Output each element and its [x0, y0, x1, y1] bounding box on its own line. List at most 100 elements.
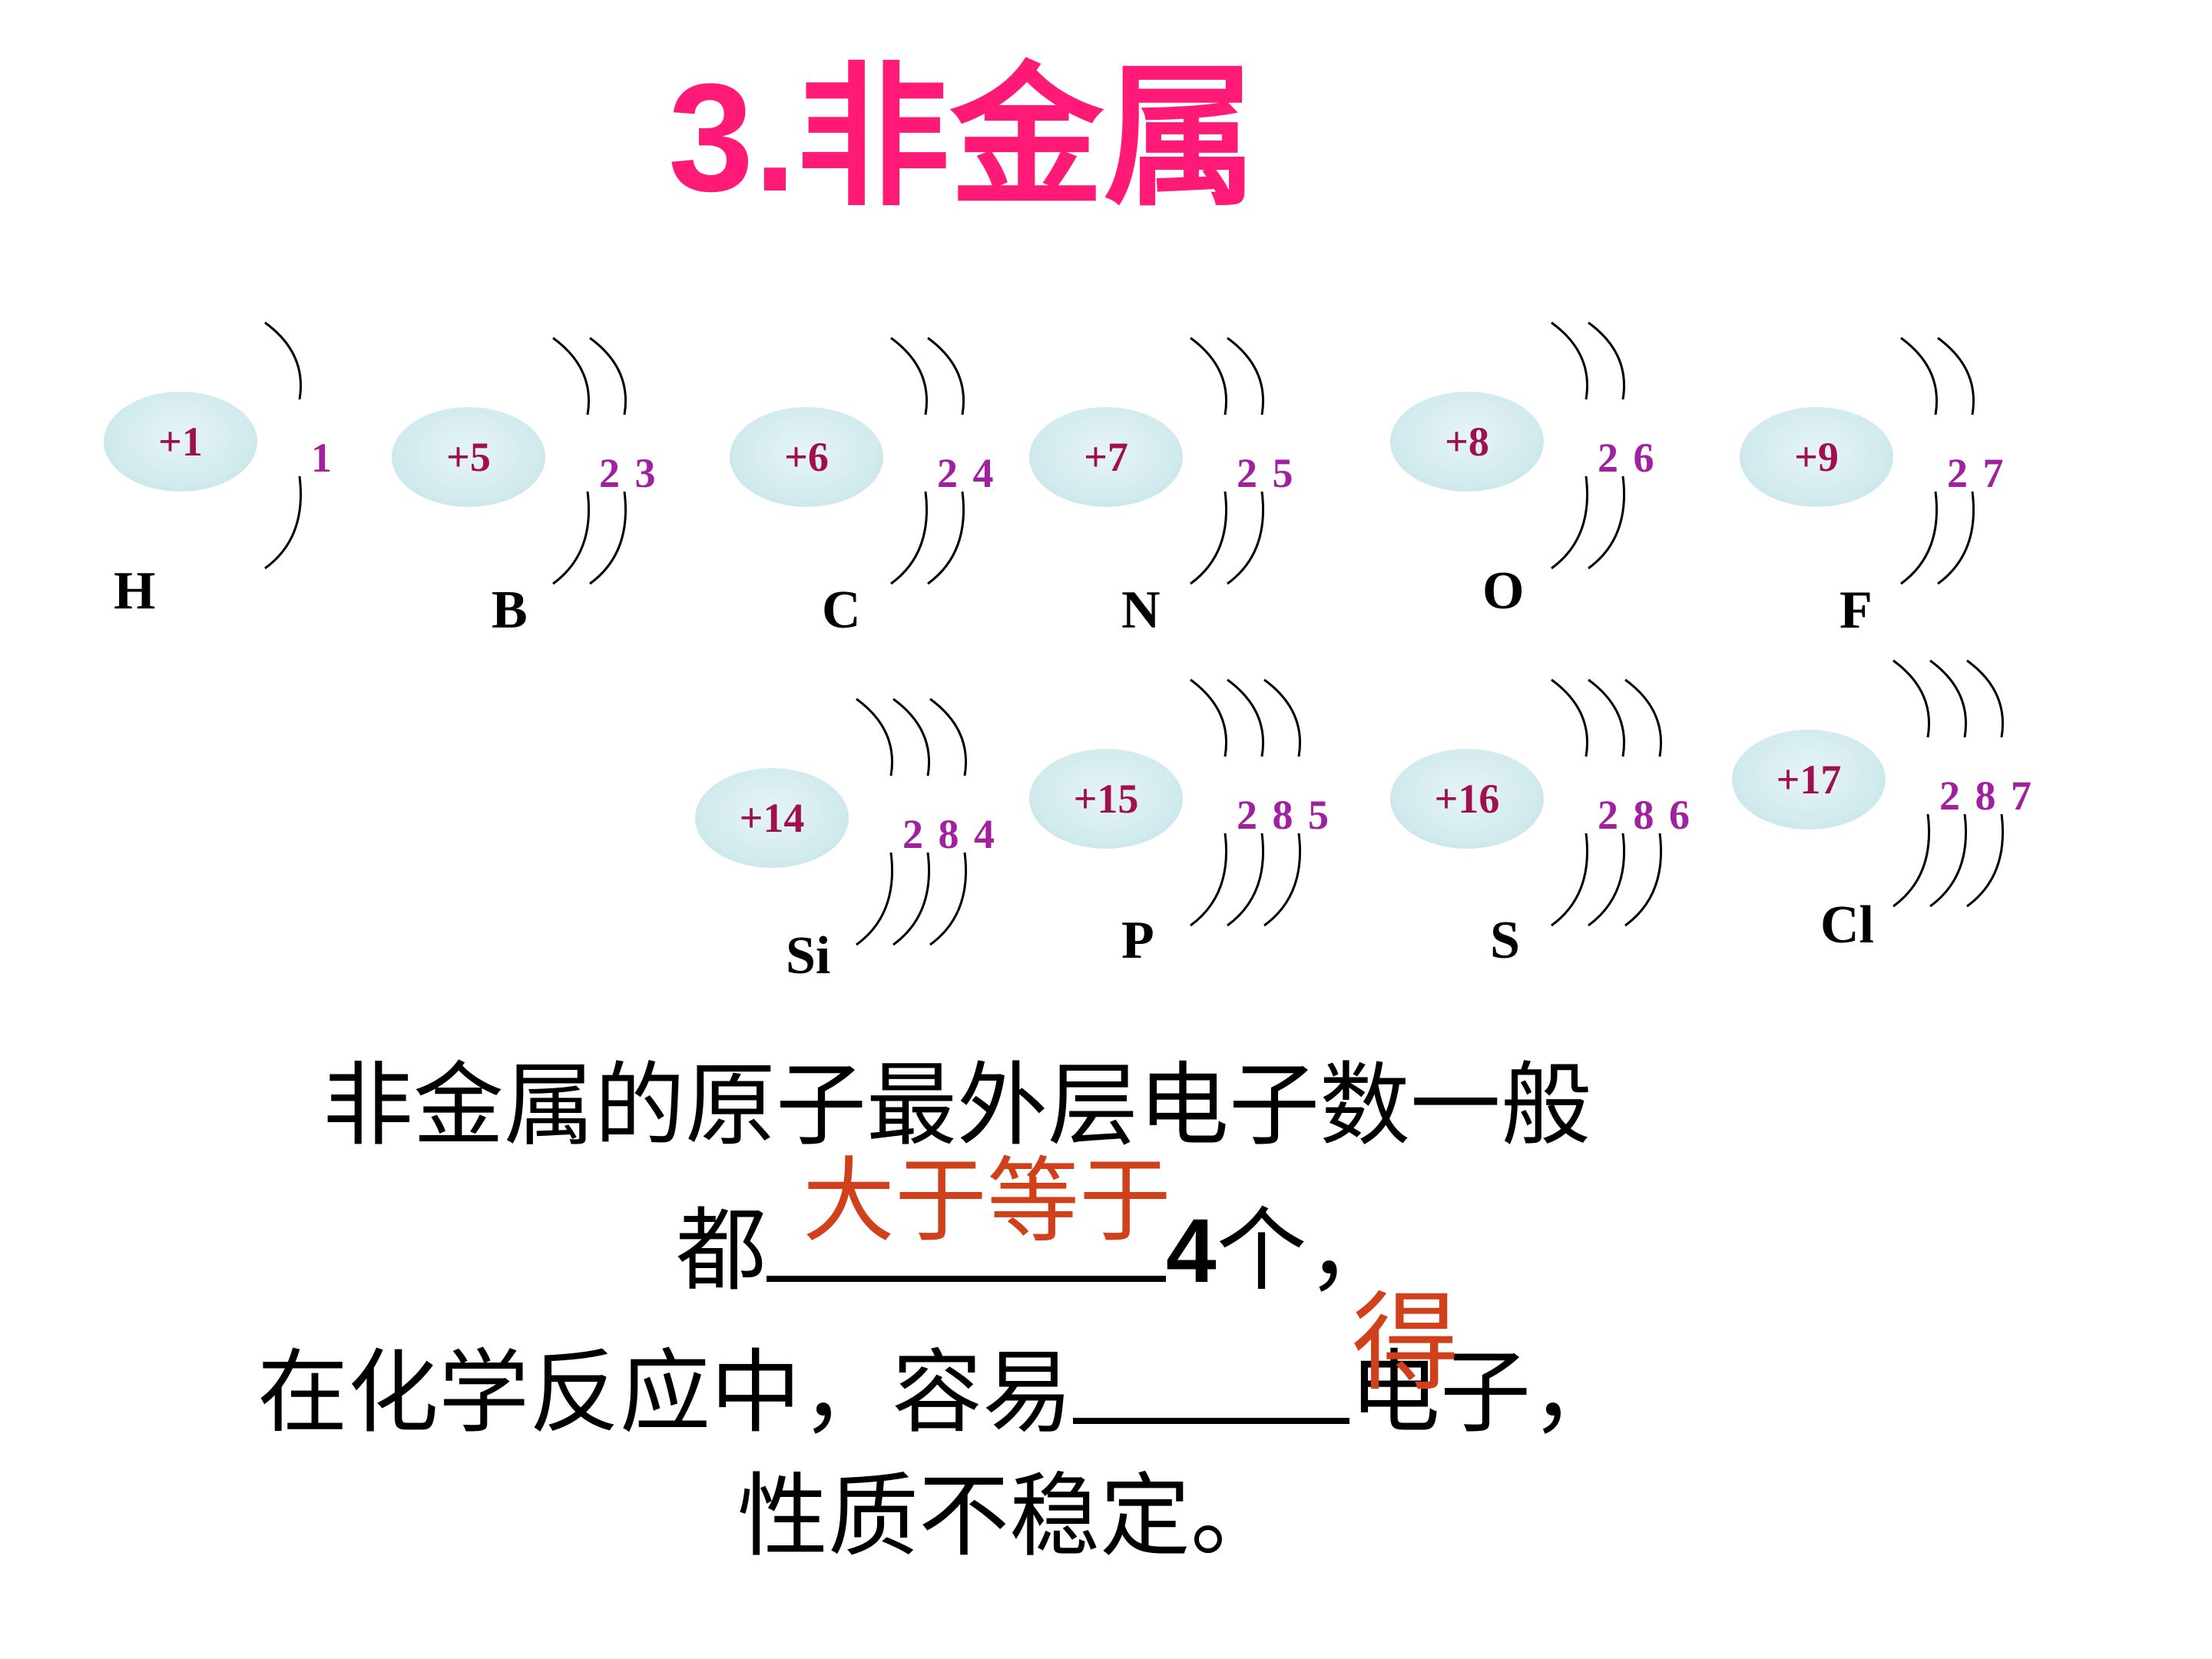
nucleus-charge-si: +14	[739, 795, 805, 841]
shell-arc-lower	[1588, 833, 1626, 927]
element-symbol-h: H	[114, 561, 156, 621]
nucleus-c	[730, 407, 883, 507]
electron-count-p: 2 8 5	[1237, 792, 1329, 838]
element-symbol-n: N	[1121, 581, 1161, 640]
shell-arc-lower	[1937, 491, 1975, 585]
nucleus-charge-s: +16	[1434, 776, 1500, 822]
shell-arc-upper	[1937, 336, 1975, 416]
text-line-4: 性质不稳定。	[737, 1463, 1282, 1569]
shell-arc-upper	[1588, 678, 1626, 757]
nucleus-charge-n: +7	[1084, 434, 1128, 480]
shell-arc-lower	[1929, 813, 1968, 908]
slide-title: 3.非金属	[668, 52, 1257, 224]
element-symbol-c: C	[822, 581, 861, 640]
nucleus-charge-c: +6	[784, 434, 829, 480]
shell-arc-lower	[890, 491, 929, 585]
element-symbol-cl: Cl	[1820, 896, 1874, 955]
element-symbol-p: P	[1121, 911, 1154, 970]
shell-arc-lower	[929, 852, 968, 946]
shell-arc-lower	[1227, 833, 1265, 927]
electron-shells-si	[856, 697, 968, 946]
shell-arc-lower	[589, 491, 628, 585]
answer-blank-2: 得	[1352, 1281, 1460, 1406]
nucleus-f	[1740, 407, 1893, 507]
element-symbol-si: Si	[786, 926, 831, 985]
shell-arc-lower	[1263, 833, 1302, 927]
shell-arc-upper	[929, 697, 968, 777]
shell-arc-upper	[1263, 678, 1302, 757]
shell-arc-upper	[1900, 336, 1939, 416]
nucleus-charge-h: +1	[158, 419, 203, 465]
shell-arc-upper	[1190, 336, 1228, 416]
shell-arc-lower	[552, 491, 591, 585]
shell-arc-lower	[1588, 475, 1626, 570]
electron-count-si: 2 8 4	[902, 811, 995, 857]
nucleus-cl	[1732, 730, 1886, 830]
line2-number: 4	[1166, 1200, 1217, 1303]
shell-arc-upper	[1892, 659, 1931, 738]
shell-arc-upper	[1551, 321, 1589, 400]
element-symbol-s: S	[1490, 911, 1520, 970]
line3-prefix: 在化学反应中，容易	[257, 1339, 1074, 1446]
nucleus-p	[1029, 749, 1183, 849]
shell-arc-lower	[1900, 491, 1939, 585]
line3-suffix: 电子，	[1349, 1339, 1622, 1446]
electron-shells-b	[552, 336, 628, 585]
electron-shells-cl	[1892, 659, 2005, 908]
electron-count-h: 1	[311, 435, 332, 481]
nucleus-o	[1390, 392, 1544, 492]
electron-shells-h	[264, 321, 303, 570]
shell-arc-upper	[890, 336, 929, 416]
electron-shells-c	[890, 336, 965, 585]
answer-blank-1: 大于等于	[803, 1148, 1171, 1255]
shell-arc-lower	[1966, 813, 2005, 908]
shell-arc-upper	[927, 336, 965, 416]
blank-2	[1073, 1336, 1350, 1425]
shell-arc-upper	[589, 336, 628, 416]
line2-suffix: 个，	[1216, 1197, 1398, 1304]
electron-shells-n	[1190, 336, 1265, 585]
nucleus-b	[392, 407, 545, 507]
shell-arc-lower	[1190, 491, 1228, 585]
nucleus-n	[1029, 407, 1183, 507]
nucleus-s	[1390, 749, 1544, 849]
shell-arc-upper	[1551, 678, 1589, 757]
shell-arc-upper	[1624, 678, 1663, 757]
shell-arc-upper	[1588, 321, 1626, 400]
shell-arc-lower	[1892, 813, 1931, 908]
shell-arc-upper	[1966, 659, 2005, 738]
electron-count-s: 2 8 6	[1598, 792, 1690, 838]
electron-count-n: 2 5	[1237, 450, 1293, 496]
text-line-3: 在化学反应中，容易电子，	[257, 1336, 1621, 1438]
shell-arc-upper	[856, 697, 894, 777]
shell-arc-lower	[927, 491, 965, 585]
line2-prefix: 都	[676, 1197, 767, 1304]
shell-arc-upper	[1227, 678, 1265, 757]
nucleus-charge-b: +5	[446, 434, 491, 480]
shell-arc-lower	[1624, 833, 1663, 927]
nucleus-charge-p: +15	[1073, 776, 1139, 822]
blank-1	[767, 1194, 1167, 1283]
shell-arc-lower	[264, 475, 303, 570]
nucleus-si	[695, 768, 849, 868]
shell-arc-lower	[1227, 491, 1265, 585]
shell-arc-upper	[892, 697, 931, 777]
nucleus-charge-cl: +17	[1776, 757, 1842, 803]
shell-arc-lower	[892, 852, 931, 946]
electron-count-o: 2 6	[1598, 435, 1654, 481]
text-line-1: 非金属的原子最外层电子数一般	[323, 1052, 1592, 1158]
nucleus-charge-o: +8	[1445, 419, 1489, 465]
shell-arc-upper	[552, 336, 591, 416]
shell-arc-upper	[1929, 659, 1968, 738]
shell-arc-lower	[1190, 833, 1228, 927]
electron-count-f: 2 7	[1947, 450, 2004, 496]
shell-arc-lower	[1551, 833, 1589, 927]
electron-shells-s	[1551, 678, 1663, 927]
element-symbol-b: B	[492, 581, 528, 640]
element-symbol-f: F	[1839, 581, 1873, 640]
shell-arc-lower	[1551, 475, 1589, 570]
electron-shells-o	[1551, 321, 1626, 570]
element-symbol-o: O	[1482, 561, 1525, 621]
